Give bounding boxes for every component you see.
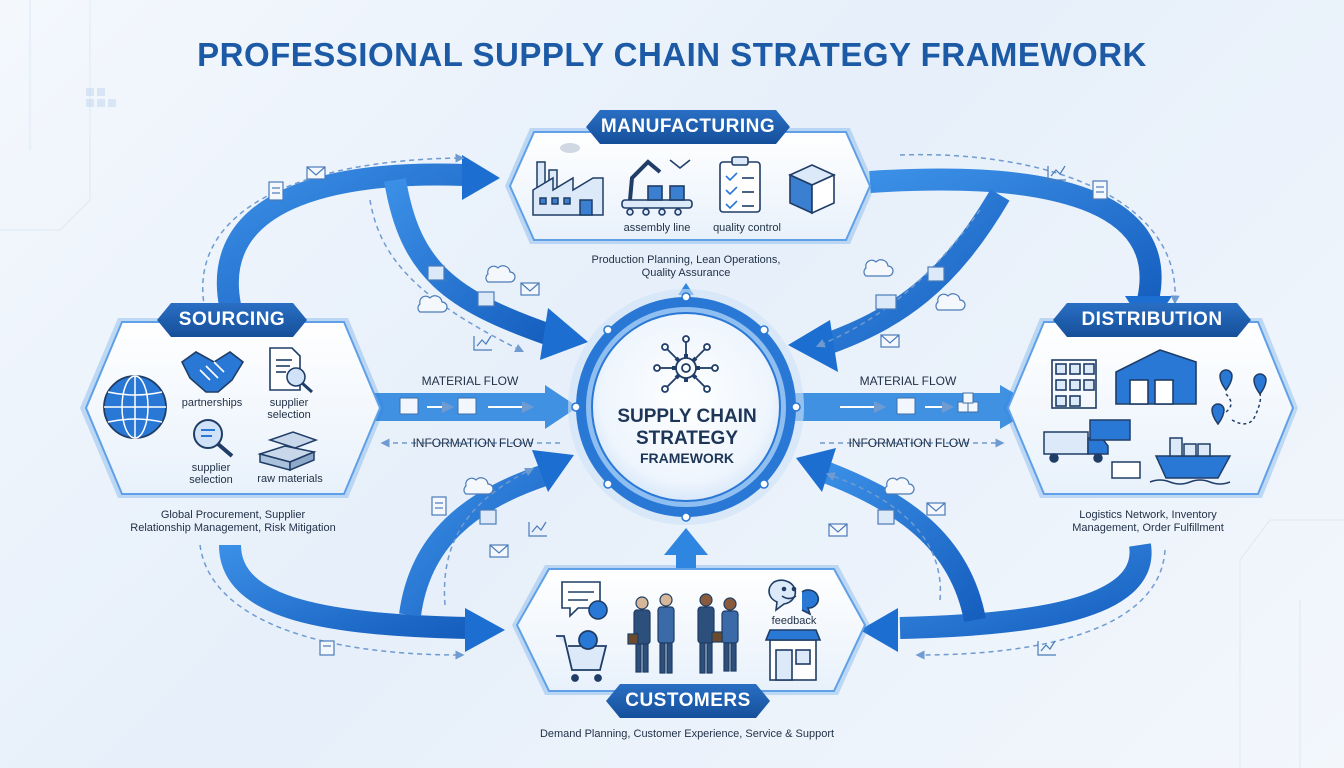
manufacturing-description-line1: Production Planning, Lean Operations, [591, 254, 781, 266]
document-icon [1092, 180, 1108, 200]
cloud-icon [884, 477, 915, 495]
flow-arrow-distribution-to-customers [899, 543, 1152, 639]
flow-arrow-sourcing-to-customers [219, 544, 471, 639]
information-flow-label-left: INFORMATION FLOW [412, 436, 534, 450]
background-squares [86, 88, 116, 107]
gear-network-icon [653, 335, 719, 393]
quality-control-label: quality control [713, 222, 781, 234]
center-line1: SUPPLY CHAIN [617, 406, 757, 427]
customers-description: Demand Planning, Customer Experience, Se… [539, 728, 835, 740]
globe-icon [103, 375, 167, 439]
magnifier-icon [193, 419, 234, 458]
center-subtitle: FRAMEWORK [639, 450, 735, 466]
document-icon [319, 640, 335, 656]
email-icon [520, 282, 540, 296]
customers-up-arrow [664, 528, 708, 590]
document-icon [431, 496, 447, 516]
factory-icon [532, 143, 604, 216]
ship-icon [1149, 437, 1232, 485]
page-title: PROFESSIONAL SUPPLY CHAIN STRATEGY FRAME… [197, 36, 1147, 73]
cloud-icon [463, 477, 494, 495]
flow-arrow-customers-to-center-left [399, 464, 549, 617]
sourcing-banner: SOURCING [157, 303, 307, 337]
feedback-label: feedback [771, 615, 817, 627]
flow-arrow-customers-to-center-right [816, 459, 986, 623]
document-search-icon [269, 347, 314, 394]
center-title: SUPPLY CHAIN STRATEGY [593, 406, 781, 450]
ingots-icon [257, 431, 319, 472]
email-icon [489, 544, 509, 558]
center-line2: STRATEGY [635, 428, 739, 449]
flow-arrows [217, 163, 1162, 639]
material-flow-label-left: MATERIAL FLOW [421, 374, 519, 388]
box-icon [427, 265, 945, 525]
box-icon [788, 164, 836, 215]
warehouse-icon [1051, 349, 1197, 409]
email-icon [926, 502, 946, 516]
distribution-description-line2: Management, Order Fulfillment [1072, 522, 1224, 534]
truck-icon [1043, 419, 1141, 479]
floating-icons [268, 165, 1108, 656]
email-icon [880, 334, 900, 348]
email-icon [828, 523, 848, 537]
feedback-bubble-icon [768, 579, 820, 616]
people-icon [627, 593, 739, 674]
distribution-node [1003, 318, 1298, 498]
handshake-icon [180, 351, 245, 393]
clipboard-icon [719, 156, 761, 213]
flow-arrow-distribution-to-center [811, 189, 1010, 359]
chart-icon [1047, 165, 1066, 181]
partnerships-label: partnerships [181, 397, 243, 409]
robot-arm-icon [621, 159, 693, 216]
distribution-description-line1: Logistics Network, Inventory [1079, 509, 1217, 521]
storefront-icon [764, 629, 822, 681]
assembly-line-label: assembly line [623, 222, 691, 234]
raw-materials-label: raw materials [257, 473, 323, 485]
cloud-icon [935, 293, 966, 311]
cart-icon [556, 630, 608, 682]
sourcing-description-line2: Relationship Management, Risk Mitigation [130, 522, 336, 534]
cloud-icon [417, 295, 448, 313]
manufacturing-banner: MANUFACTURING [586, 110, 790, 144]
map-pin-icon [1211, 369, 1267, 426]
customers-banner: CUSTOMERS [606, 684, 770, 718]
information-flow-label-right: INFORMATION FLOW [848, 436, 970, 450]
email-icon [306, 166, 326, 180]
document-icon [268, 181, 284, 201]
chart-icon [473, 335, 492, 351]
material-flow-bands [335, 385, 1038, 429]
cloud-icon [863, 259, 894, 277]
manufacturing-description-line2: Quality Assurance [641, 267, 731, 279]
flow-arrow-manufacturing-to-distribution [869, 168, 1162, 303]
flow-arrow-sourcing-to-manufacturing [217, 163, 466, 308]
chat-icon [561, 581, 608, 620]
distribution-banner: DISTRIBUTION [1053, 303, 1251, 337]
material-flow-label-right: MATERIAL FLOW [859, 374, 957, 388]
cloud-icon [485, 265, 516, 283]
sourcing-description-line1: Global Procurement, Supplier [160, 509, 306, 521]
chart-icon [528, 521, 547, 537]
information-dashed-loops [199, 153, 1180, 660]
chart-icon [1037, 640, 1056, 656]
center-hub [568, 289, 804, 525]
